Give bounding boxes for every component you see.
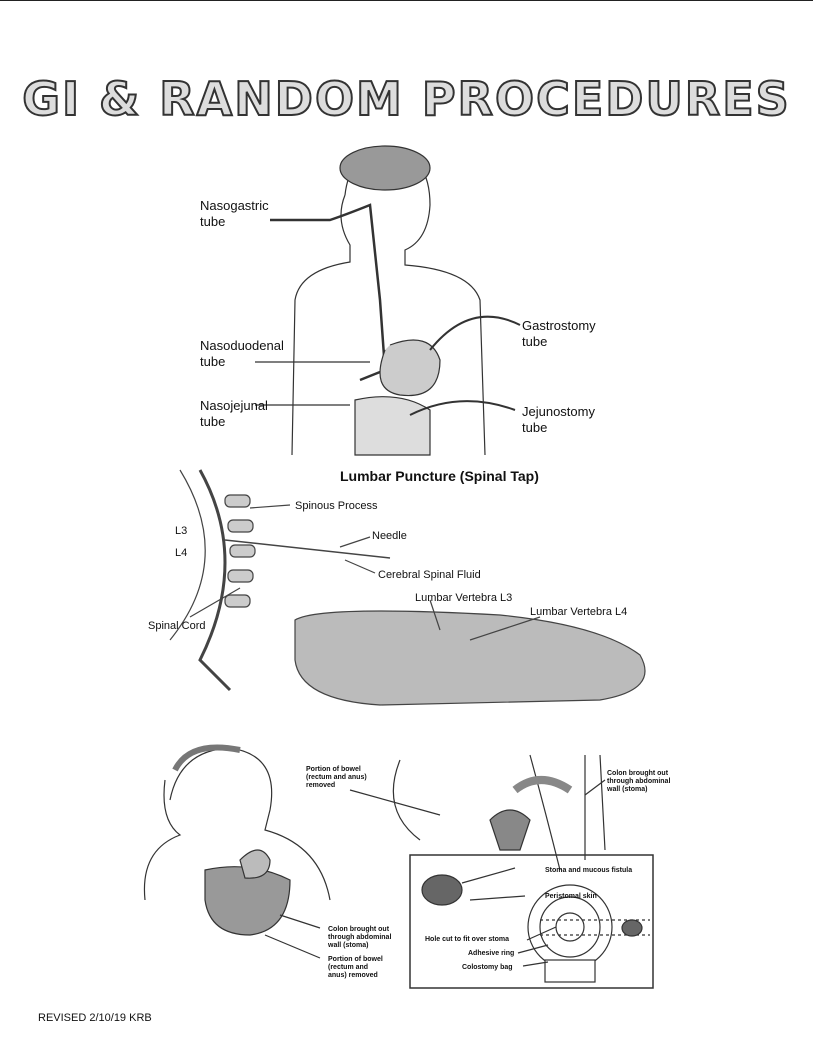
label-spinal-cord: Spinal Cord (148, 620, 206, 632)
label-portion-bowel-top: Portion of bowel(rectum and anus)removed (306, 766, 367, 789)
revision-footer: REVISED 2/10/19 KRB (38, 1012, 152, 1024)
colostomy-figure (143, 744, 654, 989)
lumbar-puncture-figure (169, 469, 646, 706)
label-l3: L3 (175, 525, 188, 537)
label-l4: L4 (175, 547, 188, 559)
label-lumbar-vertebra-l4: Lumbar Vertebra L4 (530, 606, 628, 618)
label-peristomal-skin: Peristomal skin (545, 893, 597, 900)
label-stoma: Stoma and mucous fistula (545, 867, 633, 874)
page-title: GI & RANDOM PROCEDURES (21, 71, 791, 127)
label-hole-cut: Hole cut to fit over stoma (425, 936, 510, 943)
label-needle: Needle (372, 530, 407, 542)
label-adhesive-ring: Adhesive ring (468, 950, 515, 957)
label-colostomy-bag: Colostomy bag (462, 964, 513, 971)
gi-tube-figure (255, 145, 521, 456)
label-spinous-process: Spinous Process (295, 500, 378, 512)
lumbar-puncture-title: Lumbar Puncture (Spinal Tap) (340, 468, 539, 484)
label-csf: Cerebral Spinal Fluid (378, 569, 481, 581)
top-border (0, 0, 813, 1)
label-lumbar-vertebra-l3: Lumbar Vertebra L3 (415, 592, 513, 604)
